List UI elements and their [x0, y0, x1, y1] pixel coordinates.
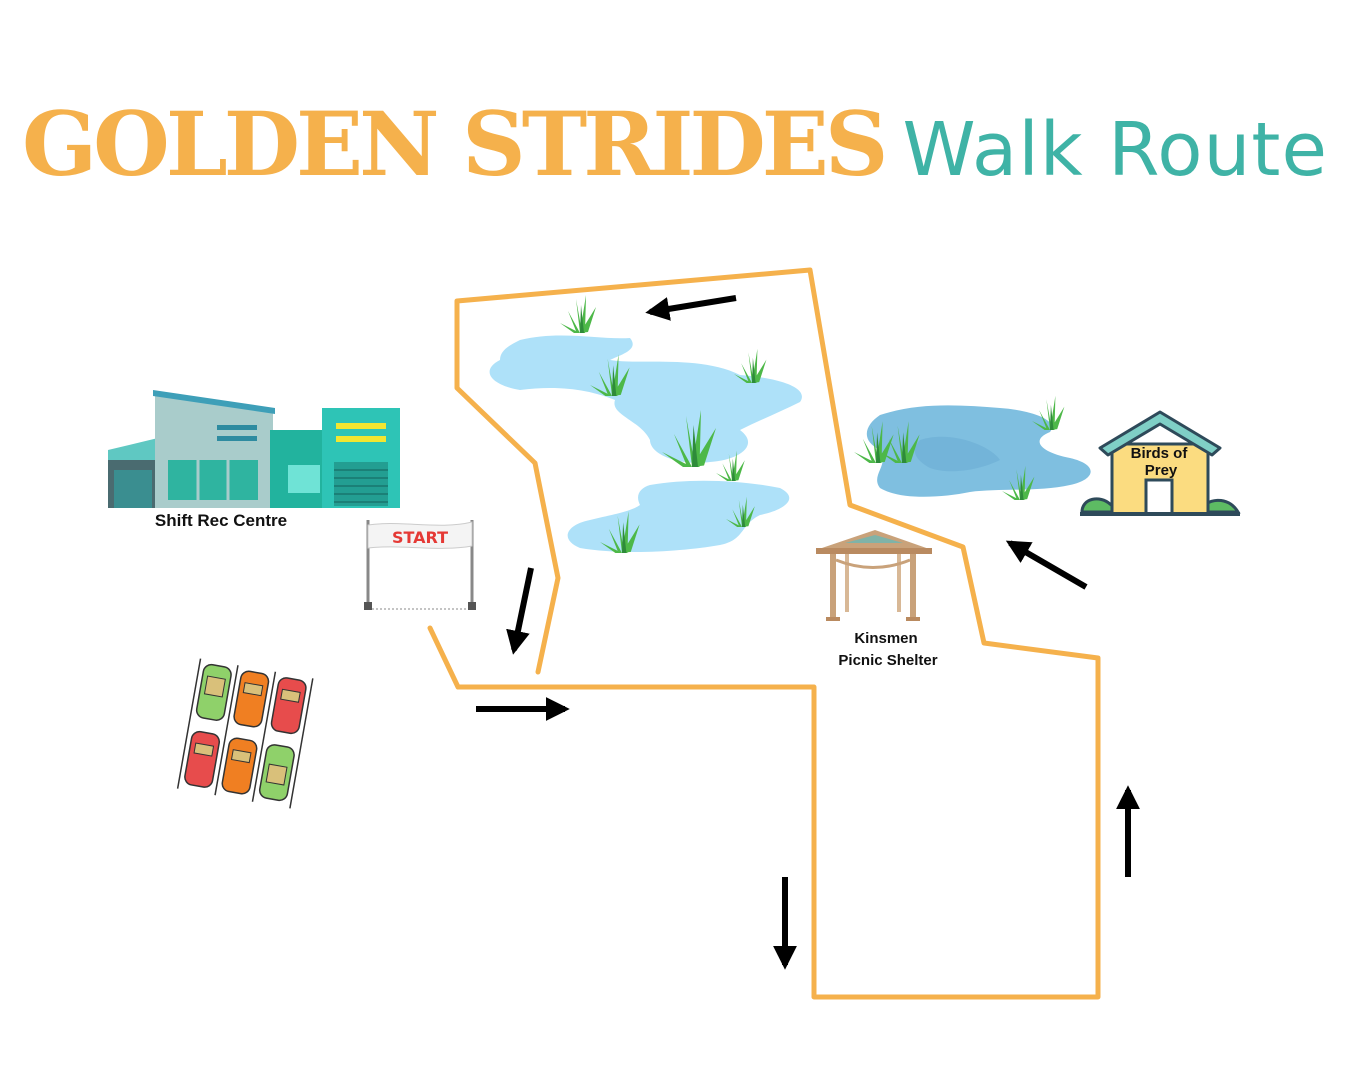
- picnic-shelter-label-line1: Kinsmen: [854, 630, 917, 647]
- birds-of-prey-label-line2: Prey: [1145, 462, 1178, 479]
- birds-of-prey-label-line1: Birds of: [1131, 445, 1189, 462]
- title-main: GOLDEN STRIDES: [22, 92, 888, 196]
- direction-arrows: [476, 295, 1140, 970]
- parking-lot-icon: [176, 658, 314, 809]
- pond-icon: [866, 405, 1091, 497]
- picnic-shelter-icon: [816, 530, 932, 621]
- birds-of-prey-house-icon: [1080, 410, 1241, 516]
- arrow-up-left-icon: [1005, 540, 1088, 590]
- picnic-shelter-label-line2: Picnic Shelter: [838, 652, 937, 669]
- walk-route-path: [427, 267, 1101, 1000]
- start-banner-icon: [364, 520, 476, 610]
- rec-centre-building-icon: [108, 390, 400, 508]
- arrow-down-icon: [506, 567, 534, 655]
- arrow-left-icon: [645, 295, 737, 321]
- rec-centre-label: Shift Rec Centre: [155, 511, 287, 530]
- title-sub: Walk Route: [902, 107, 1328, 193]
- start-banner-label: START: [392, 528, 448, 547]
